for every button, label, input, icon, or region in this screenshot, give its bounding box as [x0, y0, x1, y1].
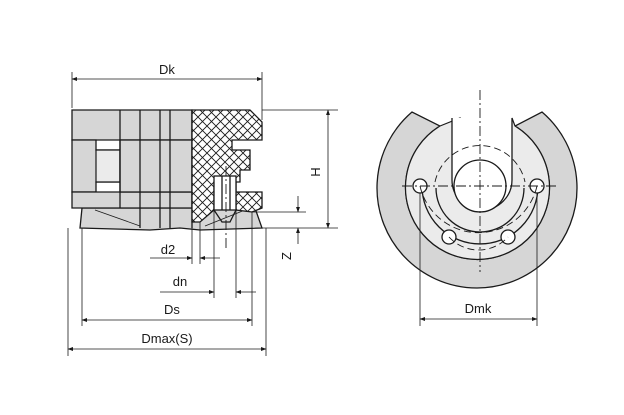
dim-dk: Dk [71, 62, 263, 120]
label-d2: d2 [161, 242, 175, 257]
label-dn: dn [173, 274, 187, 289]
side-section-view [71, 109, 263, 250]
label-dk: Dk [159, 62, 175, 77]
groove-inner [95, 149, 121, 183]
dim-dmk: Dmk [419, 193, 538, 326]
groove-core [119, 139, 193, 193]
top-view [376, 90, 578, 289]
lower-body [71, 191, 193, 209]
label-h: H [308, 167, 323, 176]
dim-ds: Ds [81, 212, 253, 326]
dim-d2: d2 [150, 222, 220, 264]
dim-dmax: Dmax(S) [67, 228, 267, 356]
upper-flange [71, 109, 193, 141]
label-ds: Ds [164, 302, 180, 317]
label-z: Z [279, 252, 294, 260]
dim-h: H [262, 109, 338, 229]
label-dmax: Dmax(S) [141, 331, 192, 346]
dim-dn: dn [160, 210, 256, 298]
dim-z: Z [252, 196, 306, 260]
label-dmk: Dmk [465, 301, 492, 316]
nozzle-core [213, 175, 237, 211]
